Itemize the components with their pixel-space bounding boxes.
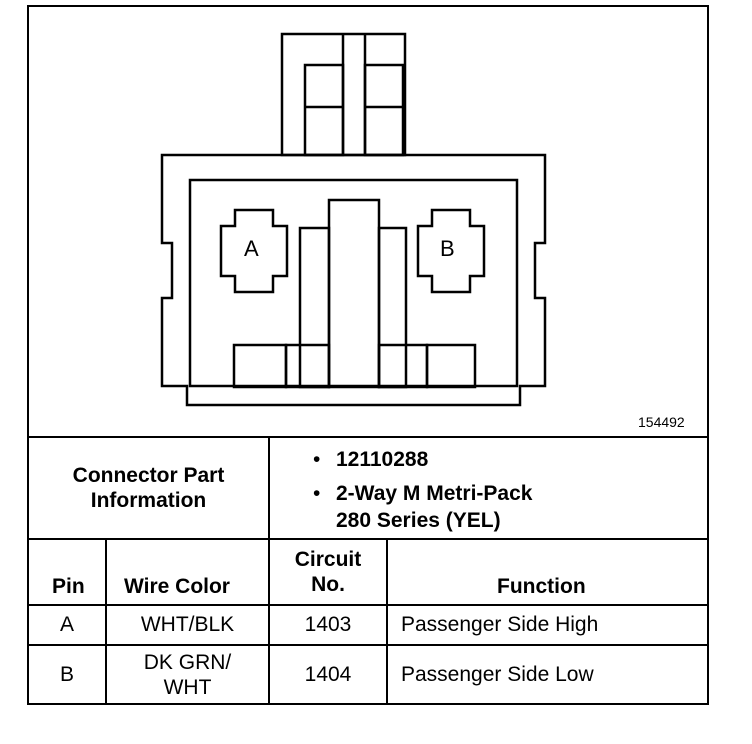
connector-description-line2: 280 Series (YEL) <box>336 509 501 532</box>
header-circuit: Circuit No. <box>270 544 386 600</box>
connector-info-heading-line2: Information <box>90 489 207 512</box>
connector-info-heading: Connector Part Information <box>29 460 268 516</box>
row-a-circuit: 1403 <box>304 613 352 637</box>
row-b-wire-color: DK GRN/ WHT <box>107 646 268 704</box>
divider-line <box>27 436 709 438</box>
row-b-wire-color-line2: WHT <box>163 676 212 699</box>
connector-info-heading-line1: Connector Part <box>72 463 225 487</box>
figure-id: 154492 <box>638 414 685 430</box>
row-b-circuit: 1404 <box>304 663 352 687</box>
connector-housing-outer <box>160 153 547 407</box>
header-function: Function <box>497 575 586 598</box>
connector-description-line1: 2-Way M Metri-Pack <box>336 482 533 505</box>
header-pin: Pin <box>52 575 85 598</box>
cavity-a-outline <box>219 208 289 294</box>
row-b-wire-color-line1: DK GRN/ <box>143 650 232 674</box>
part-number: 12110288 <box>336 448 429 471</box>
divider-line <box>105 538 107 705</box>
row-b-pin: B <box>59 663 74 687</box>
header-wire-color: Wire Color <box>124 575 230 598</box>
cavity-b-outline <box>416 208 486 294</box>
header-circuit-line1: Circuit <box>294 547 362 571</box>
bullet-icon: • <box>313 482 321 505</box>
divider-line <box>386 538 388 705</box>
header-circuit-line2: No. <box>311 573 345 596</box>
divider-line <box>27 538 709 540</box>
row-a-wire-color: WHT/BLK <box>140 613 235 637</box>
divider-line <box>268 538 270 705</box>
divider-line <box>27 604 709 606</box>
divider-line <box>268 436 270 540</box>
bullet-icon: • <box>313 448 321 471</box>
divider-line <box>27 644 709 646</box>
cavity-b-label: B <box>440 236 455 261</box>
row-b-function: Passenger Side Low <box>401 663 594 687</box>
row-a-pin: A <box>59 613 74 637</box>
connector-lock-tab <box>280 32 407 157</box>
diagram-frame <box>27 5 709 705</box>
center-key <box>298 198 408 389</box>
connector-drawing <box>160 32 547 407</box>
row-a-function: Passenger Side High <box>401 613 599 637</box>
cavity-a-label: A <box>244 236 259 261</box>
connector-housing-inner <box>188 178 519 388</box>
bottom-blocks <box>232 343 477 389</box>
